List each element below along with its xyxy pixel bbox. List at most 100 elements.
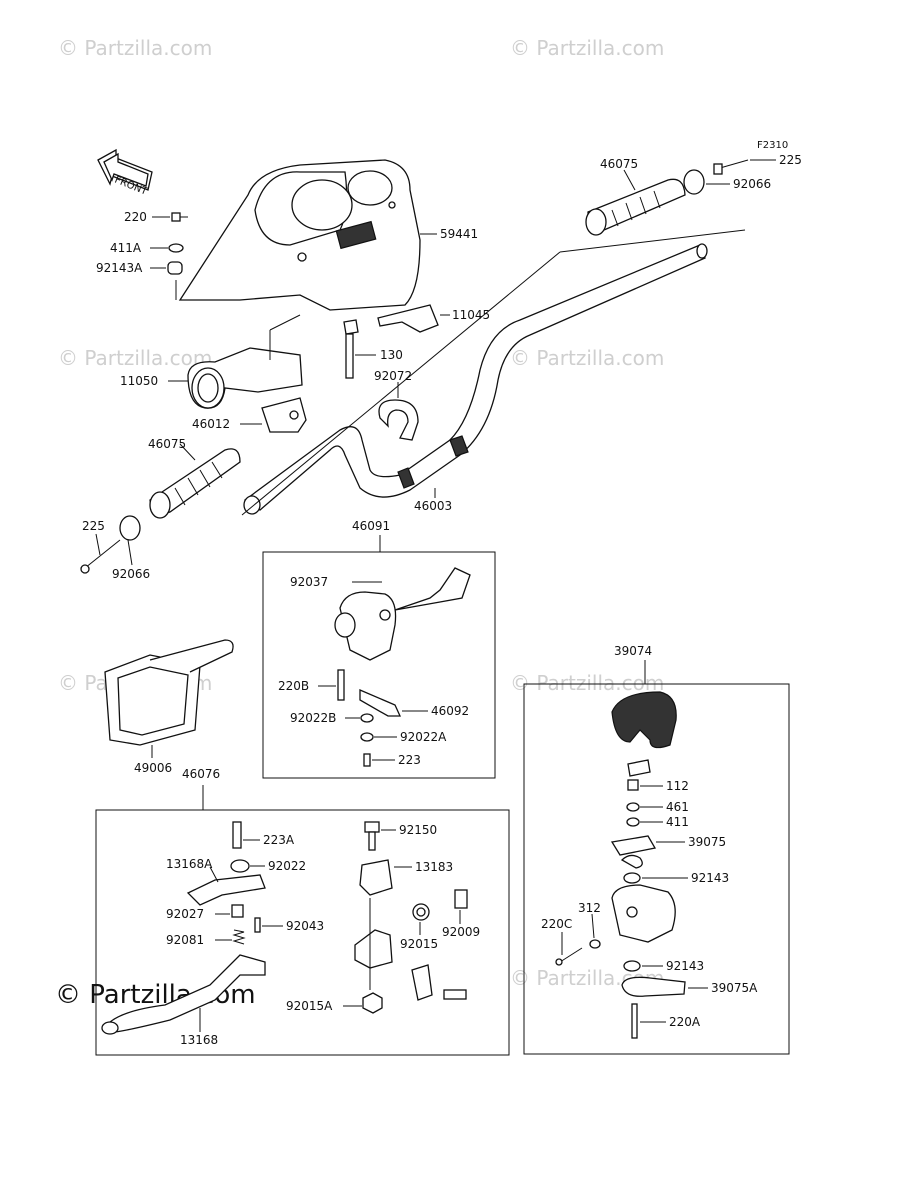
part-label: 13168 bbox=[180, 1033, 218, 1047]
clamp-part bbox=[378, 399, 419, 441]
part-label: 92150 bbox=[399, 823, 437, 837]
part-label: 92066 bbox=[112, 567, 150, 581]
gear-icon bbox=[412, 903, 430, 921]
nut-part bbox=[231, 904, 244, 918]
handlebar-part bbox=[243, 244, 706, 511]
spring-part bbox=[232, 929, 246, 945]
throttle-assembly-box bbox=[523, 683, 790, 1055]
part-label: 225 bbox=[82, 519, 105, 533]
part-label: 92022A bbox=[400, 730, 447, 744]
part-label: 220C bbox=[541, 917, 572, 931]
clip-part bbox=[627, 759, 651, 777]
nut-part bbox=[362, 992, 383, 1014]
lever-part bbox=[621, 976, 686, 997]
grip-right-part bbox=[585, 178, 686, 236]
bracket-part bbox=[377, 304, 439, 333]
part-label: 39074 bbox=[614, 644, 652, 658]
part-label: 411 bbox=[666, 815, 689, 829]
clutch-lever-part bbox=[101, 954, 266, 1035]
part-label: 92043 bbox=[286, 919, 324, 933]
grommet-part bbox=[167, 261, 183, 275]
seal-part bbox=[623, 960, 641, 972]
bolt-shaft bbox=[368, 831, 376, 851]
part-label: 112 bbox=[666, 779, 689, 793]
part-label: 92037 bbox=[290, 575, 328, 589]
part-label: 130 bbox=[380, 348, 403, 362]
washer-part bbox=[626, 817, 640, 827]
throttle-cover-part bbox=[611, 691, 677, 749]
switch-housing-part bbox=[334, 567, 471, 661]
washer-part bbox=[168, 243, 184, 253]
part-label: 46075 bbox=[600, 157, 638, 171]
seal-part bbox=[623, 872, 641, 884]
part-label: 39075 bbox=[688, 835, 726, 849]
washer-part bbox=[626, 802, 640, 812]
guard-part bbox=[104, 639, 234, 746]
lever-holder-part bbox=[354, 929, 433, 1001]
part-label: 92066 bbox=[733, 177, 771, 191]
part-label: 46003 bbox=[414, 499, 452, 513]
weight-part bbox=[119, 515, 141, 541]
part-label: 223A bbox=[263, 833, 295, 847]
part-label: 92027 bbox=[166, 907, 204, 921]
part-label: 13168A bbox=[166, 857, 213, 871]
part-label: 59441 bbox=[440, 227, 478, 241]
part-label: 39075A bbox=[711, 981, 758, 995]
part-label: 92143 bbox=[691, 871, 729, 885]
part-label: 46091 bbox=[352, 519, 390, 533]
part-label: 312 bbox=[578, 901, 601, 915]
screw-part bbox=[232, 821, 242, 849]
screw-part bbox=[337, 669, 345, 701]
part-label: 220B bbox=[278, 679, 309, 693]
part-label: 220 bbox=[124, 210, 147, 224]
part-label: 46012 bbox=[192, 417, 230, 431]
part-label: 49006 bbox=[134, 761, 172, 775]
part-label: 92022 bbox=[268, 859, 306, 873]
part-label: 220A bbox=[669, 1015, 701, 1029]
washer-part bbox=[360, 732, 374, 742]
long-bolt-part bbox=[343, 319, 359, 379]
watermark: © Partzilla.com bbox=[510, 671, 664, 695]
watermark: © Partzilla.com bbox=[510, 36, 664, 60]
watermark: © Partzilla.com bbox=[58, 36, 212, 60]
nut-part bbox=[589, 939, 601, 949]
part-label: 92015 bbox=[400, 937, 438, 951]
part-label: 225 bbox=[779, 153, 802, 167]
part-label: 46076 bbox=[182, 767, 220, 781]
part-label: 13183 bbox=[415, 860, 453, 874]
spring-part bbox=[620, 854, 643, 869]
front-arrow-icon: FRONT bbox=[97, 148, 153, 198]
part-label: 46092 bbox=[431, 704, 469, 718]
part-label: 461 bbox=[666, 800, 689, 814]
bracket-part bbox=[186, 874, 266, 906]
watermark: © Partzilla.com bbox=[510, 346, 664, 370]
part-label: 92081 bbox=[166, 933, 204, 947]
figure-code: F2310 bbox=[757, 140, 788, 151]
part-label: 92143A bbox=[96, 261, 143, 275]
part-label: 411A bbox=[110, 241, 142, 255]
part-label: 11045 bbox=[452, 308, 490, 322]
grip-left-part bbox=[149, 448, 241, 519]
bolt-part bbox=[171, 212, 188, 222]
lever-part bbox=[359, 689, 402, 717]
screw-part bbox=[363, 753, 371, 767]
part-label: 223 bbox=[398, 753, 421, 767]
pin-part bbox=[254, 917, 261, 933]
throttle-lever-part bbox=[610, 835, 657, 856]
part-label: 92022B bbox=[290, 711, 336, 725]
bolt-part bbox=[443, 989, 467, 1000]
screw-part bbox=[555, 947, 583, 966]
washer-part bbox=[360, 713, 374, 723]
switch-part bbox=[359, 859, 393, 896]
lever-assembly-box bbox=[95, 809, 510, 1056]
holder-cap-part bbox=[261, 397, 307, 433]
throttle-housing-part bbox=[611, 884, 676, 943]
bolt-part bbox=[364, 821, 380, 833]
end-bolt-part bbox=[80, 539, 121, 574]
meter-cover-part bbox=[178, 159, 421, 311]
bolt-part bbox=[627, 779, 639, 791]
holder-part bbox=[187, 347, 303, 409]
end-bolt-part bbox=[713, 159, 749, 175]
screw-part bbox=[454, 889, 468, 909]
